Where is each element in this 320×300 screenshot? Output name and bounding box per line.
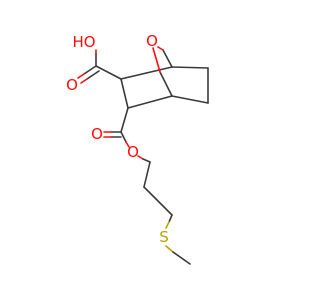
bond-c3-c4 [127, 95, 173, 109]
bond-c1-c2 [120, 66, 173, 80]
sulfur-bonds [165, 214, 191, 265]
oxygen-bonds [77, 46, 173, 163]
bond-c4-bridge-o-o [152, 47, 161, 73]
bond-c1-bridge-o-o [157, 46, 164, 51]
molecule-structure: HO O O O O S [66, 32, 209, 265]
bond-acid-co-b-o [80, 78, 88, 84]
acid-carbonyl-oxygen-label: O [66, 76, 78, 94]
bond-ester-co-single-c [120, 131, 127, 143]
bond-c4-c5 [171, 95, 209, 104]
bond-ester-o-ch2-o [137, 155, 144, 160]
bond-s-ch3-c [172, 251, 191, 265]
bond-acid-co-a-o [77, 73, 85, 79]
bridge-oxygen-label: O [146, 32, 158, 50]
sulfur-label: S [159, 228, 169, 246]
bond-ch2-ch2-b [143, 186, 173, 216]
bond-c1-bridge-o-c [162, 49, 173, 68]
atom-labels: HO O O O O S [66, 32, 169, 246]
bond-ester-co-single-o [125, 141, 130, 148]
bond-c3-ester-c [120, 107, 129, 133]
bond-c2-c3 [120, 78, 129, 109]
hydroxyl-label: HO [72, 33, 95, 51]
bond-ch2-ch2 [143, 161, 151, 188]
bond-c6-c1 [171, 66, 209, 69]
bond-ch2-s-c [168, 214, 173, 223]
bond-acid-co-a-c [83, 65, 97, 75]
bond-c4-bridge-o-c [159, 71, 173, 97]
bond-s-ch3-s [165, 245, 174, 253]
carbon-bonds [95, 65, 209, 216]
bond-ester-o-ch2-c [142, 158, 151, 163]
ester-oxygen-label: O [127, 143, 139, 161]
ester-carbonyl-oxygen-label: O [91, 125, 103, 143]
bond-c2-acid-c [95, 65, 122, 80]
structure-canvas: HO O O O O S [66, 32, 209, 265]
bond-ch2-s-s [165, 221, 170, 229]
bond-acid-co-b-c [86, 70, 100, 80]
